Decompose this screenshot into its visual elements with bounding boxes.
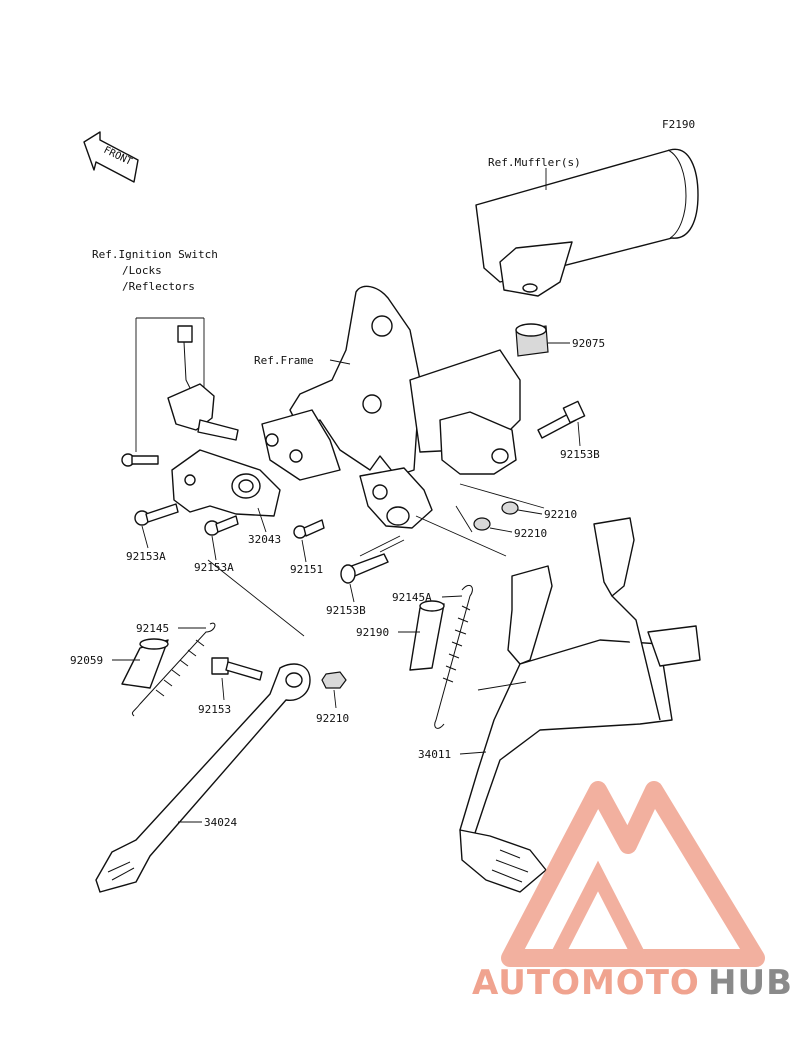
part-92145-spring [131,622,216,717]
ref-ignition-line2: /Locks [122,264,162,277]
label-92190: 92190 [356,626,389,639]
watermark-logo-icon [501,781,765,967]
ref-ignition-line3: /Reflectors [122,280,195,293]
part-92190-collar [409,600,445,671]
label-92059: 92059 [70,654,103,667]
label-92153B-top: 92153B [560,448,600,461]
part-92075 [515,323,549,357]
part-34011-center-stand [459,517,701,893]
bolt-92153B-top [537,400,586,439]
label-92153A-left: 92153A [126,550,166,563]
bolt-left-top [121,453,159,467]
label-92153A-mid: 92153A [194,561,234,574]
label-92153: 92153 [198,703,231,716]
label-92210-c: 92210 [316,712,349,725]
label-92145: 92145 [136,622,169,635]
label-34024: 34024 [204,816,237,829]
label-92151: 92151 [290,563,323,576]
bolt-92153B-mid [340,553,389,584]
nut-92210-b [473,517,491,531]
part-92145A-spring [434,584,473,729]
label-34011: 34011 [418,748,451,761]
muffler-outline [475,148,699,297]
front-arrow-icon: FRONT [83,131,139,183]
side-stand-switch [167,325,239,441]
frame-outline [261,285,521,529]
bolt-92151 [293,519,325,539]
bolt-92153 [211,657,263,681]
label-92210-a: 92210 [544,508,577,521]
label-92210-b: 92210 [514,527,547,540]
label-92145A: 92145A [392,591,432,604]
label-32043: 32043 [248,533,281,546]
label-92075: 92075 [572,337,605,350]
part-34024-side-stand [95,663,311,893]
nut-92210-a [501,501,519,515]
ref-muffler: Ref.Muffler(s) [488,156,581,169]
ref-ignition-line1: Ref.Ignition Switch [92,248,218,261]
part-92059-collar [121,638,169,689]
ref-frame: Ref.Frame [254,354,314,367]
bolt-92153A-left [134,503,179,526]
nut-92210-c [321,671,347,689]
diagram-code: F2190 [662,118,695,131]
watermark-text-primary: AUTOMOTO [472,963,700,1003]
label-92153B-mid: 92153B [326,604,366,617]
watermark-text-secondary: HUB [708,963,793,1003]
bolt-92153A-mid [204,515,239,536]
part-32043-bracket [171,449,281,517]
